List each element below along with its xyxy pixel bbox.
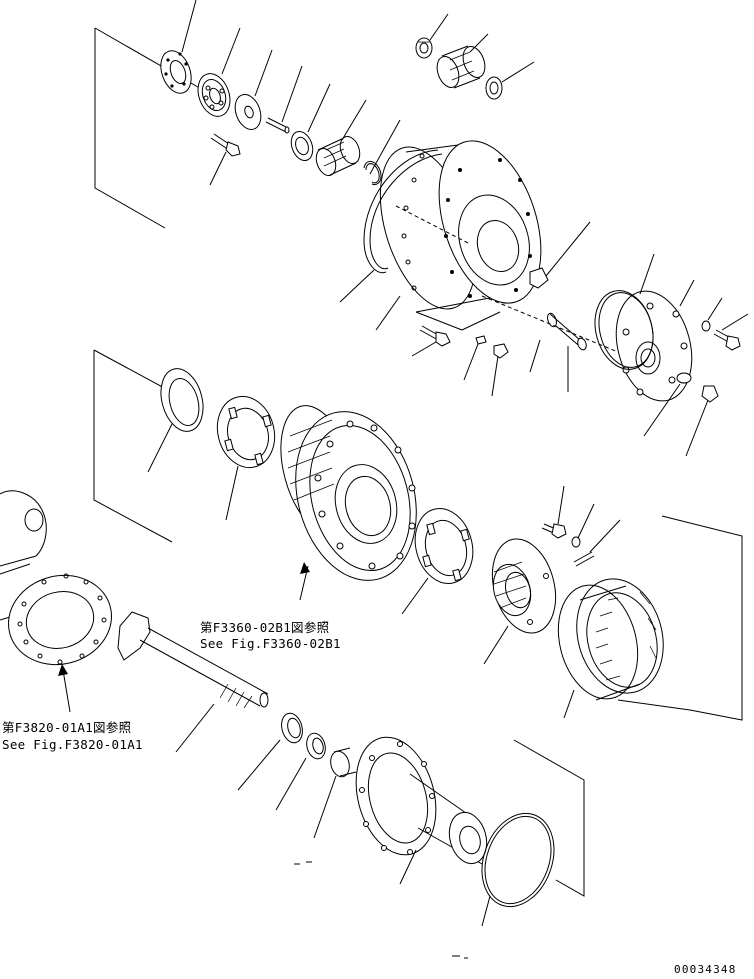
reference-arrow: [300, 562, 310, 574]
housing-dowel: [547, 312, 587, 351]
leader-line: [577, 503, 595, 539]
housing-retaining-ring: [363, 149, 443, 274]
middle-seal-ring: [160, 368, 204, 432]
leader-line: [401, 577, 429, 615]
leader-line: [429, 13, 449, 41]
leader-line: [341, 99, 367, 141]
reference-note-axle-jp: 第F3820-01A1図参照: [2, 720, 132, 735]
leader-line: [209, 151, 227, 186]
top-pin: [265, 117, 290, 134]
leader-line: [221, 27, 241, 75]
reference-note-hub-en: See Fig.F3360-02B1: [200, 636, 341, 651]
leader-line: [483, 625, 509, 665]
leader-line: [679, 279, 695, 307]
leader-line: [707, 297, 723, 321]
spindle-o-ring: [481, 812, 555, 908]
housing-washer: [475, 335, 487, 345]
leader-line: [411, 341, 437, 357]
leader-line: [275, 757, 307, 811]
top-group-bracket: [94, 27, 211, 229]
top-cone-bearing-left: [415, 37, 433, 59]
top-cylinder-bearing: [436, 45, 486, 89]
planetary-carrier-housing: [379, 140, 542, 313]
axle-shaft: [117, 611, 269, 709]
wheel-hub: [280, 405, 417, 581]
drawing-number: 00034348: [674, 963, 737, 976]
leader-line: [225, 465, 239, 521]
retainer-gear: [491, 538, 557, 634]
leader-line: [481, 895, 491, 927]
reference-arrow: [58, 664, 68, 676]
top-bearing: [197, 73, 231, 117]
hub-roller-bearing: [414, 508, 474, 584]
cover-bolt: [713, 329, 741, 351]
leader-line: [147, 423, 173, 473]
top-cone-bearing-right: [485, 76, 503, 100]
retainer-bolt: [541, 523, 567, 539]
top-seal-ring: [290, 130, 314, 162]
shaft-spacer: [306, 732, 326, 760]
reference-note-hub-jp: 第F3360-02B1図参照: [200, 620, 330, 635]
housing-nut: [529, 267, 549, 289]
leader-line: [254, 49, 273, 97]
leader-line: [375, 295, 401, 331]
leader-line: [545, 221, 591, 277]
leader-line: [639, 253, 655, 295]
cover-washer: [701, 320, 711, 332]
leader-line: [643, 383, 681, 437]
housing-bolt: [419, 325, 451, 347]
small-marks: [294, 861, 468, 959]
leader-line: [313, 775, 337, 839]
reference-note-axle-en: See Fig.F3820-01A1: [2, 737, 143, 752]
leader-line: [685, 399, 709, 457]
cover-drain-plug: [701, 385, 719, 403]
retainer-pin: [573, 551, 595, 567]
middle-group-bracket: [93, 349, 173, 543]
leader-line: [463, 343, 479, 381]
leader-line: [175, 703, 215, 753]
leader-line: [369, 119, 401, 175]
ring-gear: [557, 515, 743, 721]
top-washer: [234, 94, 262, 130]
leader-line: [589, 519, 621, 553]
cover-plug: [676, 372, 692, 384]
spindle: [355, 736, 585, 897]
leader-line: [501, 61, 535, 83]
cover-o-ring: [594, 290, 654, 370]
housing-plug: [493, 343, 509, 359]
leader-line: [721, 313, 749, 331]
leader-line: [181, 0, 197, 53]
leader-line: [339, 269, 375, 303]
leader-line: [307, 83, 331, 133]
shaft-seal: [281, 712, 303, 744]
shaft-bushing: [330, 747, 357, 778]
leader-line: [281, 65, 303, 123]
cover-plate: [615, 290, 693, 402]
axle-housing: [0, 490, 113, 666]
top-roller-bearing: [315, 135, 361, 177]
middle-roller-bearing: [216, 395, 276, 469]
leader-line: [529, 339, 541, 373]
leader-line: [491, 355, 499, 397]
leader-line: [399, 849, 417, 885]
retainer-washer: [571, 536, 581, 548]
top-snap-ring: [363, 160, 382, 186]
leader-line: [563, 689, 575, 719]
dashed-alignment-lines: [395, 205, 619, 353]
leader-line: [469, 33, 489, 53]
leader-line: [557, 485, 565, 525]
top-flange-plate: [160, 50, 192, 94]
leader-line: [237, 739, 281, 791]
top-bolt-small: [210, 133, 241, 157]
